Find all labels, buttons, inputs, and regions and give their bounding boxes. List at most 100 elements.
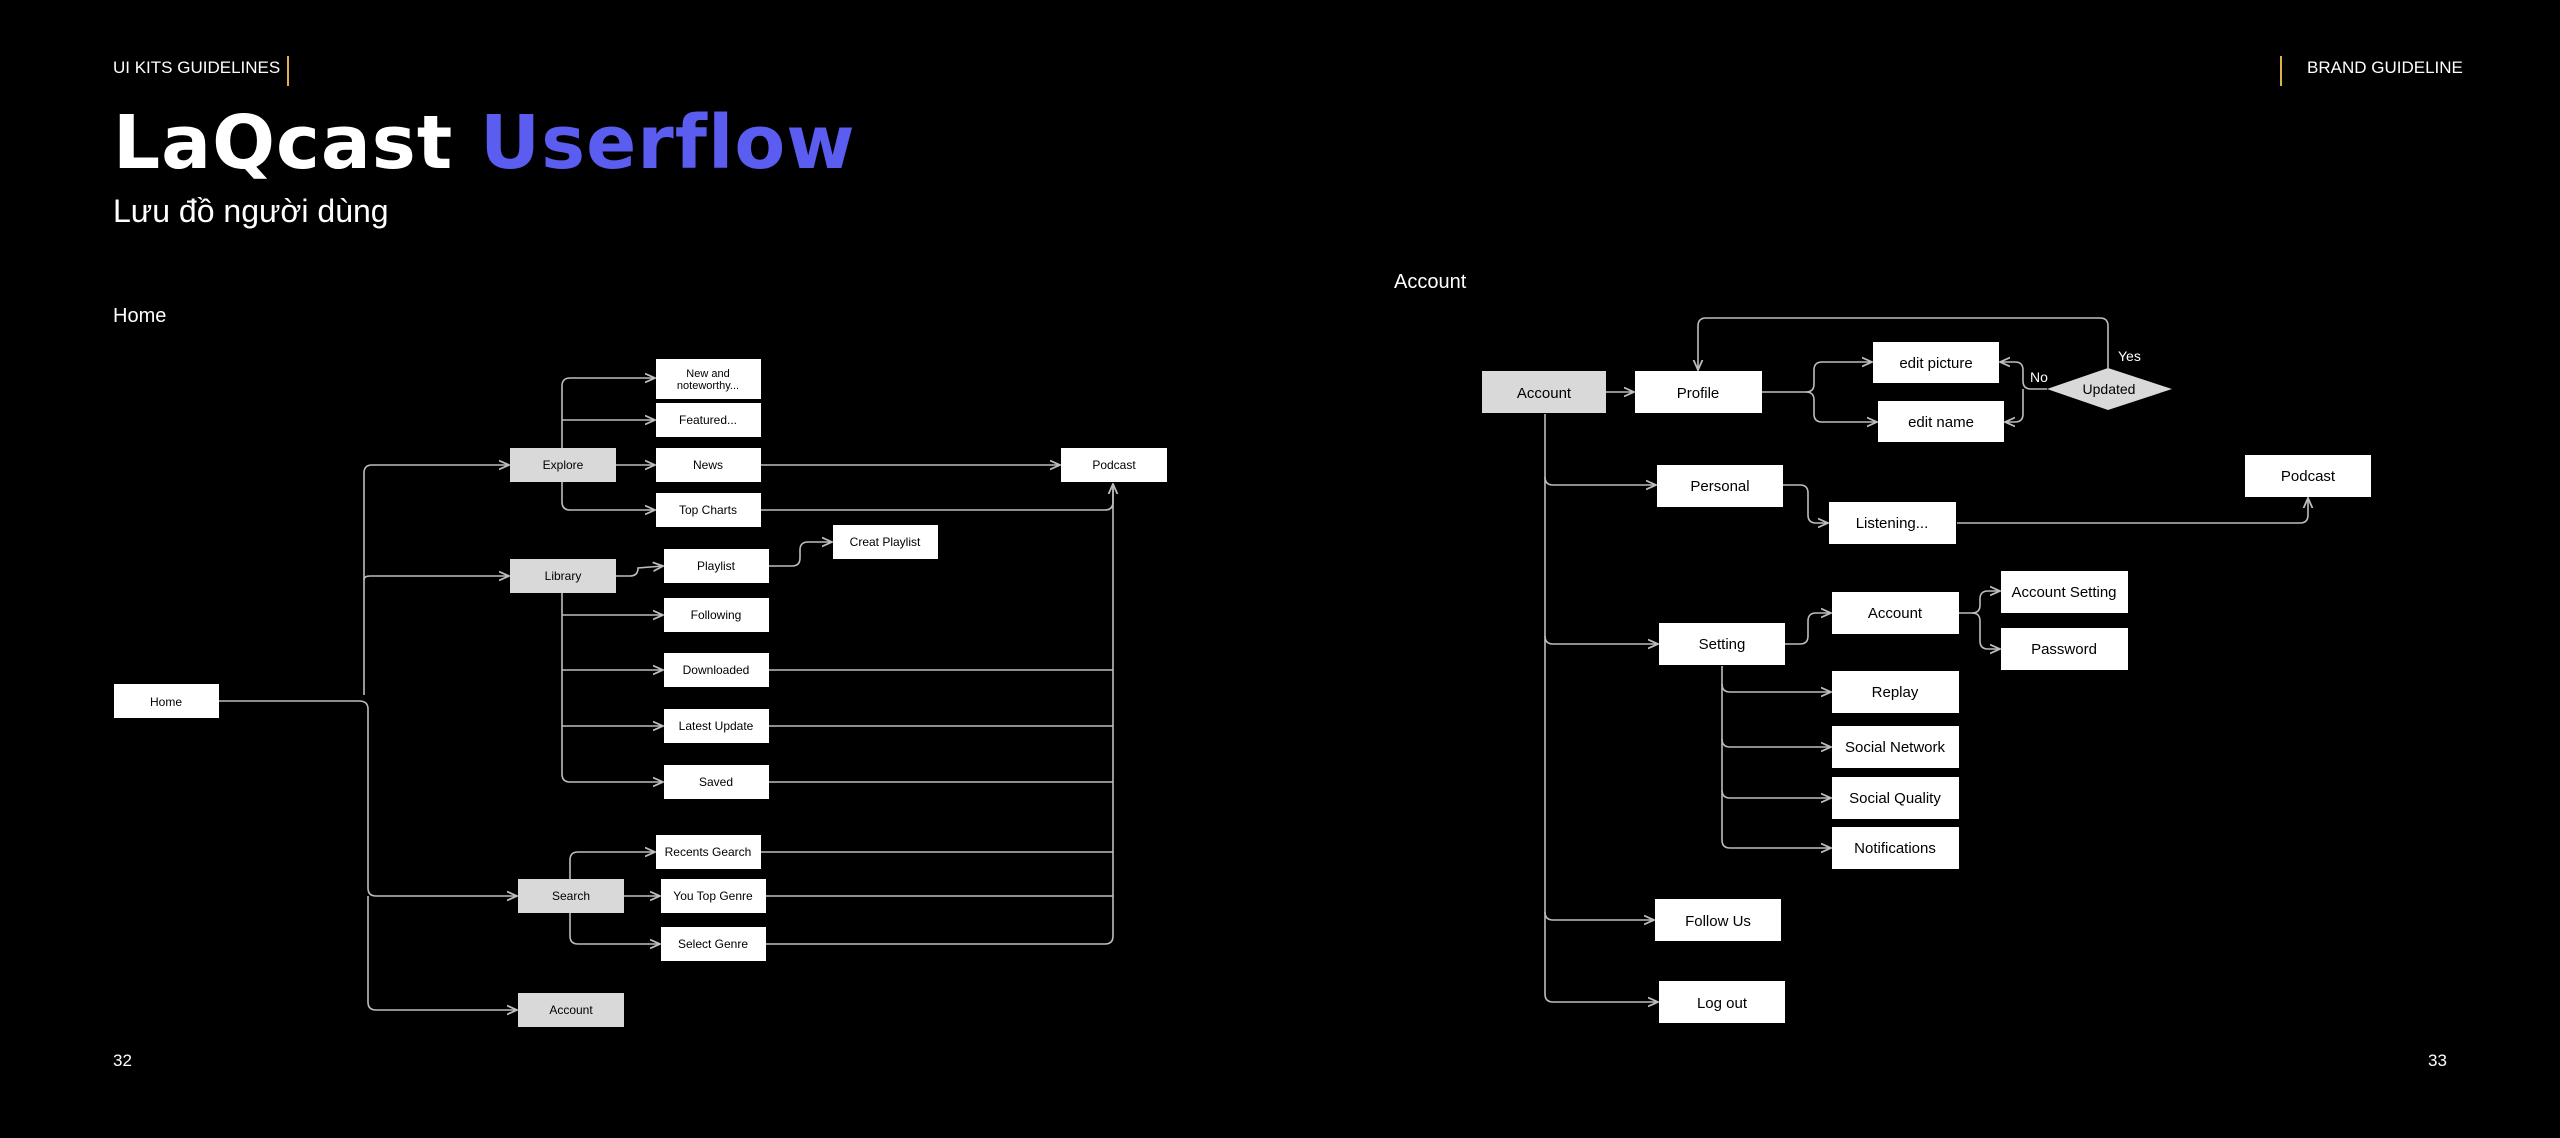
node-downloaded[interactable]: Downloaded — [664, 653, 769, 687]
node-you-top-genre[interactable]: You Top Genre — [661, 879, 766, 913]
node-updated-decision[interactable]: Updated — [2047, 368, 2172, 410]
node-notifications[interactable]: Notifications — [1832, 827, 1959, 869]
edge-setting-replay — [1721, 683, 1831, 692]
page-number-right: 33 — [2428, 1051, 2447, 1070]
node-following[interactable]: Following — [664, 598, 769, 632]
node-explore-label: Explore — [543, 458, 584, 472]
node-edit-picture[interactable]: edit picture — [1873, 342, 1999, 383]
node-creat-playlist[interactable]: Creat Playlist — [833, 525, 938, 559]
node-replay[interactable]: Replay — [1832, 671, 1959, 713]
edge-explore-group — [561, 378, 655, 449]
node-library[interactable]: Library — [510, 559, 616, 593]
node-listening-label: Listening... — [1856, 515, 1929, 532]
node-podcast-right[interactable]: Podcast — [2245, 455, 2371, 497]
node-edit-name-label: edit name — [1908, 414, 1974, 431]
node-playlist[interactable]: Playlist — [664, 549, 769, 583]
node-account-root-label: Account — [1517, 385, 1572, 402]
node-select-genre[interactable]: Select Genre — [661, 927, 766, 961]
node-notifications-label: Notifications — [1854, 840, 1936, 857]
edge-topcharts-podcast — [761, 484, 1113, 511]
page-title: LaQcast Userflow — [113, 100, 856, 186]
node-new-noteworthy-line2: noteworthy... — [677, 380, 739, 392]
edge-home-search — [358, 700, 517, 896]
section-label-home: Home — [113, 305, 167, 327]
edge-account-personal — [1544, 476, 1656, 485]
edge-home-account — [367, 896, 517, 1010]
edge-updated-no — [2000, 362, 2047, 390]
node-account-label: Account — [549, 1003, 593, 1017]
node-explore[interactable]: Explore — [510, 448, 616, 482]
node-home-label: Home — [150, 695, 182, 709]
node-account-setting[interactable]: Account Setting — [2001, 571, 2128, 613]
node-recents-gearch[interactable]: Recents Gearch — [656, 835, 761, 869]
node-setting[interactable]: Setting — [1659, 623, 1785, 665]
edge-setting-socialq — [1721, 789, 1831, 798]
node-select-genre-label: Select Genre — [678, 937, 748, 951]
edge-account-trunk — [1544, 414, 1658, 1002]
node-password[interactable]: Password — [2001, 628, 2128, 670]
node-new-noteworthy-line1: New and — [686, 368, 729, 380]
node-recents-gearch-label: Recents Gearch — [665, 845, 752, 859]
edge-explore-topcharts — [561, 482, 655, 510]
edge-account-setting — [1544, 635, 1658, 644]
node-search[interactable]: Search — [518, 879, 624, 913]
node-latest-update[interactable]: Latest Update — [664, 709, 769, 743]
node-personal[interactable]: Personal — [1657, 465, 1783, 507]
edge-label-yes: Yes — [2118, 348, 2141, 364]
page-number-left: 32 — [113, 1051, 132, 1070]
node-setting-label: Setting — [1699, 636, 1746, 653]
edge-home-library — [363, 576, 509, 580]
node-home[interactable]: Home — [114, 684, 219, 718]
node-featured-label: Featured... — [679, 413, 737, 427]
node-top-charts[interactable]: Top Charts — [656, 493, 761, 527]
node-saved[interactable]: Saved — [664, 765, 769, 799]
edge-profile-editname — [1805, 391, 1877, 422]
edge-acc-accsetting — [1959, 591, 2000, 614]
edges-right — [1544, 317, 2308, 1002]
node-replay-label: Replay — [1872, 684, 1919, 701]
node-following-label: Following — [691, 608, 742, 622]
node-search-label: Search — [552, 889, 590, 903]
page-title-main: LaQcast — [113, 100, 454, 186]
edge-home-explore — [363, 465, 509, 695]
node-featured[interactable]: Featured... — [656, 403, 761, 437]
edge-label-no: No — [2030, 369, 2048, 385]
node-follow-us-label: Follow Us — [1685, 913, 1751, 930]
node-news[interactable]: News — [656, 448, 761, 482]
edge-library-branch — [561, 593, 663, 782]
nodes-left: Home Explore Library Search Account New … — [114, 359, 1167, 1027]
node-updated-label: Updated — [2083, 381, 2136, 397]
edge-personal-listening — [1783, 484, 1828, 523]
node-account-root[interactable]: Account — [1482, 371, 1606, 413]
node-social-quality-label: Social Quality — [1849, 790, 1941, 807]
header-left-divider — [287, 56, 289, 86]
node-saved-label: Saved — [699, 775, 733, 789]
node-profile[interactable]: Profile — [1635, 371, 1762, 413]
edges-left — [219, 378, 1113, 1010]
edge-account-followus — [1544, 911, 1654, 920]
node-listening[interactable]: Listening... — [1829, 502, 1956, 544]
node-podcast-left-label: Podcast — [1092, 458, 1136, 472]
node-account-sub[interactable]: Account — [1832, 592, 1959, 634]
nodes-right: Account Profile edit picture edit name U… — [1482, 342, 2371, 1023]
node-social-network[interactable]: Social Network — [1832, 726, 1959, 768]
edge-profile-edit — [1762, 362, 1872, 393]
node-log-out[interactable]: Log out — [1659, 981, 1785, 1023]
node-new-noteworthy[interactable]: New andnoteworthy... — [656, 359, 761, 399]
node-edit-name[interactable]: edit name — [1878, 401, 2004, 442]
node-edit-picture-label: edit picture — [1899, 355, 1972, 372]
edge-updated-no-2 — [2005, 389, 2024, 422]
node-follow-us[interactable]: Follow Us — [1655, 899, 1781, 941]
page-subtitle: Lưu đồ người dùng — [113, 193, 389, 229]
node-account[interactable]: Account — [518, 993, 624, 1027]
edge-search-select — [569, 913, 660, 944]
edge-search-recents — [569, 852, 655, 879]
edge-updated-yes — [1698, 317, 2109, 370]
node-social-quality[interactable]: Social Quality — [1832, 777, 1959, 819]
header-right-label: BRAND GUIDELINE — [2307, 58, 2463, 77]
node-playlist-label: Playlist — [697, 559, 736, 573]
section-label-account: Account — [1394, 271, 1467, 293]
edge-setting-branch — [1721, 666, 1831, 848]
node-podcast-left[interactable]: Podcast — [1061, 448, 1167, 482]
